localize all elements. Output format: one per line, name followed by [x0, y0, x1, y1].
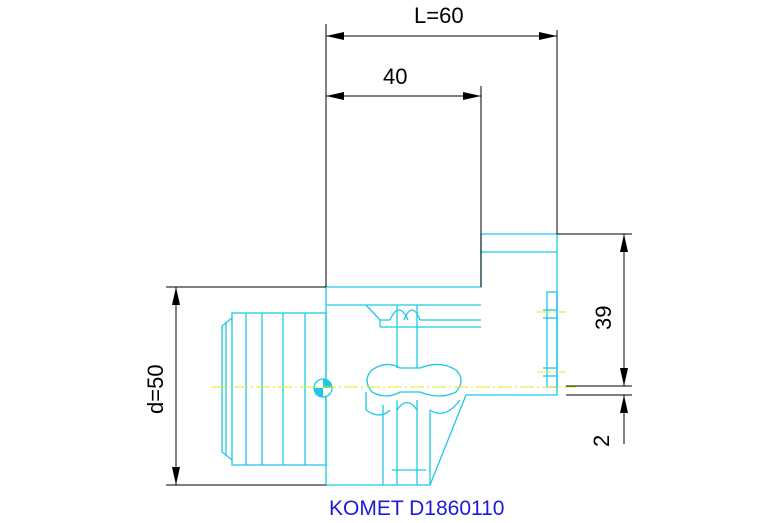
dimension-offset	[620, 395, 628, 444]
dimension-inner-length	[326, 92, 481, 100]
dimension-height-label: 39	[591, 306, 616, 330]
dimension-height	[620, 234, 628, 386]
dimension-length	[326, 32, 557, 40]
part-number-caption: KOMET D1860110	[329, 497, 505, 520]
center-marker-icon	[313, 378, 333, 398]
dimension-inner-length-label: 40	[383, 64, 407, 89]
centerlines	[212, 311, 576, 388]
tool-holder-outline	[221, 233, 558, 486]
extension-lines	[166, 24, 632, 486]
dimension-length-label: L=60	[414, 3, 464, 28]
dimension-diameter-label: d=50	[143, 364, 168, 414]
dimension-offset-label: 2	[589, 435, 614, 447]
dimension-diameter	[172, 287, 180, 485]
